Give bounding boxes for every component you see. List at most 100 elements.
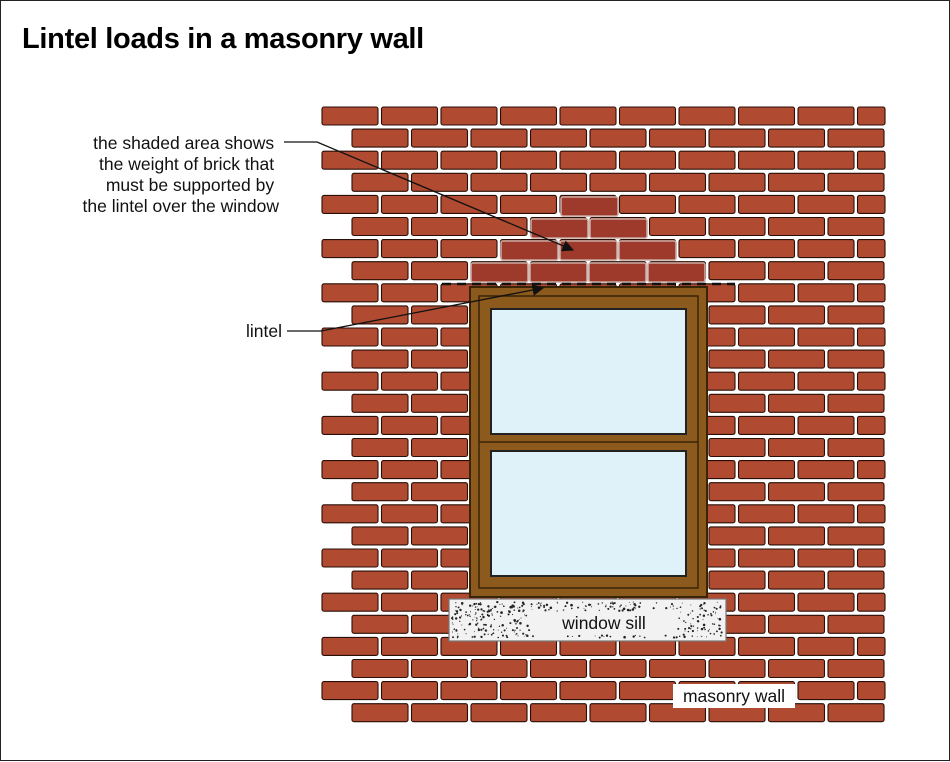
brick <box>648 128 707 148</box>
sill-speckle <box>700 603 703 607</box>
sill-speckle <box>606 634 608 637</box>
brick <box>410 437 469 458</box>
brick <box>827 614 885 634</box>
brick <box>678 239 736 259</box>
sill-speckle <box>459 608 462 612</box>
sill-speckle <box>471 636 474 638</box>
brick <box>529 172 588 192</box>
sill-speckle <box>480 635 483 639</box>
sill-speckle <box>562 609 565 611</box>
sill-speckle <box>600 634 604 637</box>
sill-speckle <box>719 606 722 609</box>
sill-speckle <box>515 622 517 625</box>
sill-speckle <box>594 635 596 637</box>
sill-speckle <box>619 606 621 608</box>
brick <box>827 172 885 192</box>
masonry-wall-label: masonry wall <box>683 686 785 706</box>
sill-speckle <box>451 622 453 624</box>
sill-speckle <box>670 603 674 606</box>
sill-speckle <box>493 618 496 621</box>
sill-speckle <box>475 620 478 622</box>
sill-speckle <box>679 606 682 609</box>
sill-speckle <box>501 634 505 637</box>
sill-speckle <box>486 614 489 617</box>
annotation-line-3: must be supported by <box>106 175 275 195</box>
sill-speckle <box>556 610 558 612</box>
brick <box>708 172 766 192</box>
annotation-line-2: the weight of brick that <box>99 154 274 174</box>
sill-speckle <box>487 605 490 608</box>
sill-speckle <box>516 627 518 629</box>
sill-speckle <box>578 635 580 637</box>
brick <box>351 570 409 590</box>
sill-speckle <box>472 605 474 607</box>
sill-speckle <box>583 607 585 609</box>
sill-speckle <box>491 613 493 615</box>
sill-speckle <box>482 615 485 619</box>
shaded-brick <box>559 240 618 261</box>
shaded-brick <box>529 262 588 283</box>
brick <box>559 106 617 126</box>
sill-speckle <box>718 617 722 621</box>
brick <box>529 128 588 148</box>
brick <box>856 194 886 214</box>
sill-speckle <box>530 603 533 606</box>
brick <box>380 592 439 612</box>
sill-speckle <box>519 629 521 631</box>
brick <box>410 526 469 546</box>
sill-speckle <box>691 610 694 612</box>
sill-speckle <box>521 604 524 607</box>
sill-speckle <box>589 603 592 606</box>
sill-speckle <box>501 603 503 605</box>
brick <box>827 437 885 458</box>
brick <box>708 570 766 590</box>
sill-speckle <box>488 610 491 613</box>
sill-speckle <box>513 601 516 604</box>
sill-speckle <box>613 608 616 610</box>
brick <box>440 150 498 170</box>
sill-speckle <box>691 635 694 637</box>
sill-speckle <box>690 604 692 606</box>
sill-speckle <box>696 636 698 638</box>
sill-speckle <box>521 601 525 604</box>
shaded-brick <box>560 196 619 217</box>
sill-speckle <box>492 632 495 634</box>
sill-speckle <box>697 630 699 632</box>
sill-speckle <box>643 636 646 639</box>
sill-speckle <box>496 600 499 604</box>
shaded-brick <box>530 218 589 239</box>
sill-speckle <box>556 601 558 603</box>
sill-speckle <box>715 607 718 610</box>
sill-speckle <box>487 633 489 635</box>
sill-speckle <box>684 627 687 630</box>
brick <box>767 261 826 281</box>
brick <box>856 106 886 126</box>
sill-speckle <box>502 605 505 608</box>
sill-speckle <box>539 603 541 605</box>
brick <box>856 548 886 568</box>
sill-speckle <box>672 636 676 639</box>
sill-speckle <box>476 619 478 621</box>
brick <box>708 305 766 325</box>
sill-speckle <box>482 627 485 630</box>
sill-speckle <box>477 608 480 611</box>
sill-speckle <box>458 616 462 619</box>
sill-speckle <box>528 629 531 632</box>
sill-speckle <box>684 630 686 632</box>
sill-speckle <box>501 623 504 627</box>
sill-speckle <box>517 635 519 637</box>
brick <box>797 504 855 524</box>
brick <box>708 393 766 413</box>
sill-speckle <box>511 605 513 607</box>
sill-speckle <box>687 630 690 633</box>
sill-speckle <box>480 608 483 611</box>
sill-speckle <box>479 602 481 604</box>
sill-speckle <box>540 604 542 607</box>
sill-speckle <box>626 608 630 612</box>
sill-speckle <box>702 603 704 605</box>
brick <box>797 415 855 435</box>
sill-speckle <box>452 623 454 625</box>
brick <box>321 239 379 259</box>
sill-speckle <box>597 603 600 605</box>
